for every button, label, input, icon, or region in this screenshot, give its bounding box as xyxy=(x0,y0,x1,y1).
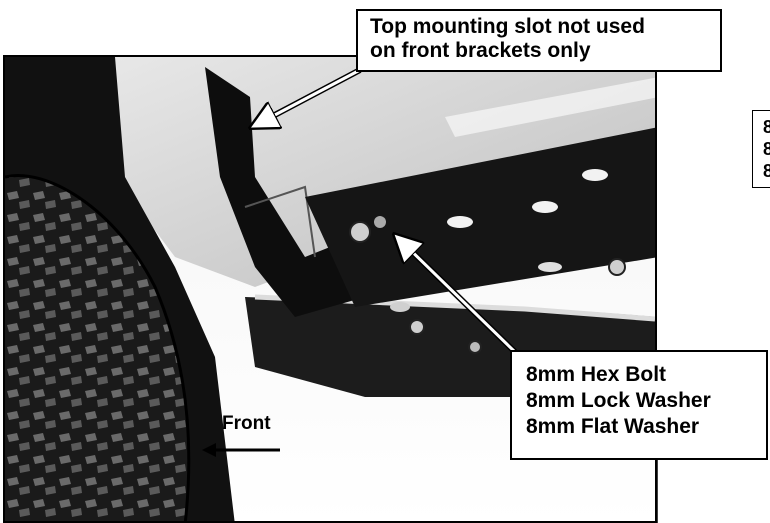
callout-hardware-hex-bolt: 8mm Hex Bolt xyxy=(526,363,667,386)
partial-box-fragment-2: 8 xyxy=(763,139,770,159)
callout-top-mounting-slot: Top mounting slot not used on front brac… xyxy=(356,9,722,72)
callout-top-line-2: on front brackets only xyxy=(370,39,591,62)
callout-top-line-1: Top mounting slot not used xyxy=(370,15,645,38)
partial-callout-box: 8 8 8 xyxy=(752,110,770,188)
front-arrow-icon xyxy=(202,443,280,457)
callout-hardware-lock-washer: 8mm Lock Washer xyxy=(526,389,711,412)
callout-hardware: 8mm Hex Bolt 8mm Lock Washer 8mm Flat Wa… xyxy=(510,350,768,460)
partial-box-fragment-1: 8 xyxy=(763,117,770,137)
callout-hardware-flat-washer: 8mm Flat Washer xyxy=(526,415,700,438)
partial-box-fragment-3: 8 xyxy=(763,161,770,181)
front-label: Front xyxy=(222,413,271,434)
